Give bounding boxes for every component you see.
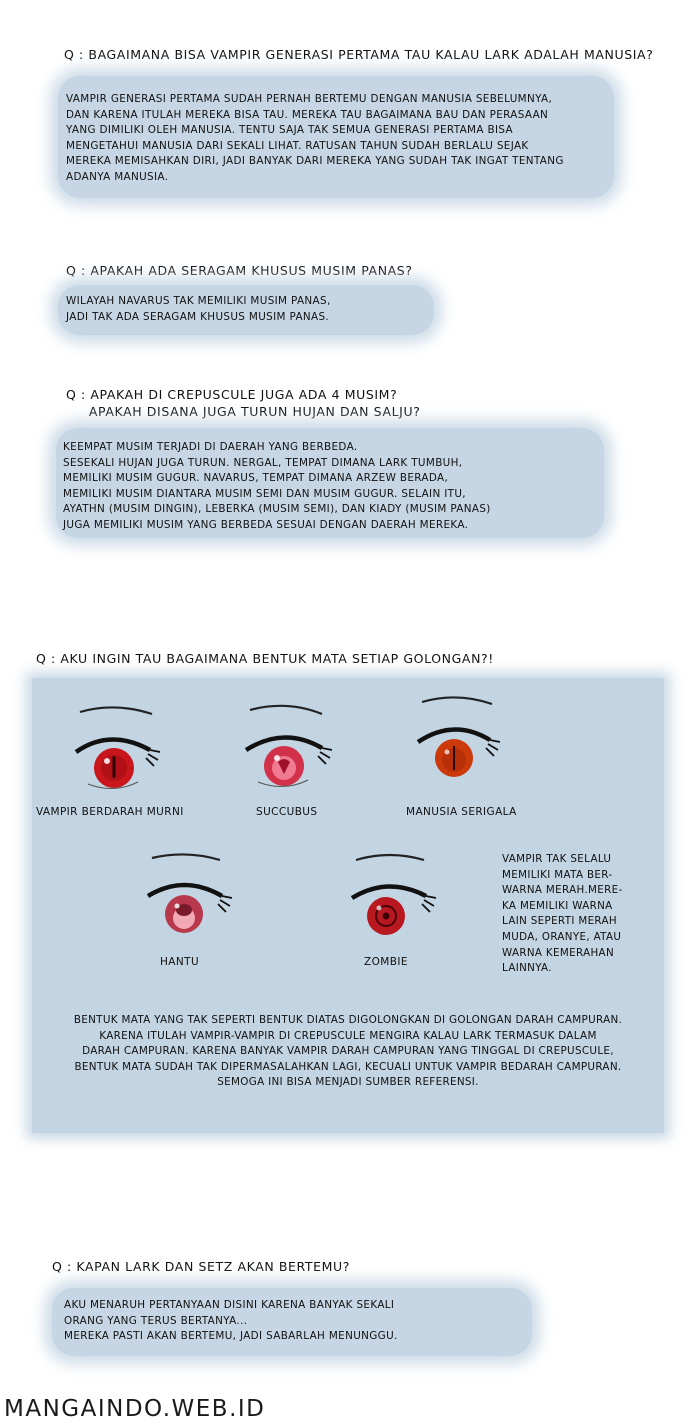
mixed-blood-paragraph: BENTUK MATA YANG TAK SEPERTI BENTUK DIAT… (73, 1014, 623, 1089)
question-4: Q : AKU INGIN TAU BAGAIMANA BENTUK MATA … (36, 651, 494, 666)
answer-box-5 (52, 1288, 532, 1356)
watermark: MANGAINDO.WEB.ID (4, 1396, 266, 1422)
question-5: Q : KAPAN LARK DAN SETZ AKAN BERTEMU? (52, 1259, 351, 1274)
eye-zombie (350, 853, 437, 935)
answer-box-2 (58, 285, 434, 335)
answer-5: AKU MENARUH PERTANYAAN DISINI KARENA BAN… (64, 1299, 398, 1343)
question-2: Q : APAKAH ADA SERAGAM KHUSUS MUSIM PANA… (66, 263, 413, 278)
question-3: Q : APAKAH DI CREPUSCULE JUGA ADA 4 MUSI… (66, 387, 421, 419)
eye-panel (32, 678, 664, 1133)
label-pureblood: VAMPIR BERDARAH MURNI (36, 806, 184, 818)
answer-2: WILAYAH NAVARUS TAK MEMILIKI MUSIM PANAS… (66, 295, 331, 323)
label-werewolf: MANUSIA SERIGALA (406, 806, 517, 818)
question-1: Q : BAGAIMANA BISA VAMPIR GENERASI PERTA… (64, 47, 654, 62)
answer-1: VAMPIR GENERASI PERTAMA SUDAH PERNAH BER… (66, 93, 564, 183)
answer-box-1 (58, 76, 614, 198)
eye-succubus (244, 704, 333, 787)
answer-3: KEEMPAT MUSIM TERJADI DI DAERAH YANG BER… (63, 441, 491, 531)
eye-pureblood (74, 706, 161, 789)
label-zombie: ZOMBIE (364, 956, 408, 968)
eye-ghost (146, 853, 233, 933)
eye-werewolf (416, 696, 501, 777)
label-succubus: SUCCUBUS (256, 806, 318, 818)
eye-color-note: VAMPIR TAK SELALU MEMILIKI MATA BER- WAR… (502, 853, 623, 975)
label-ghost: HANTU (160, 956, 200, 968)
answer-box-3 (56, 428, 604, 538)
